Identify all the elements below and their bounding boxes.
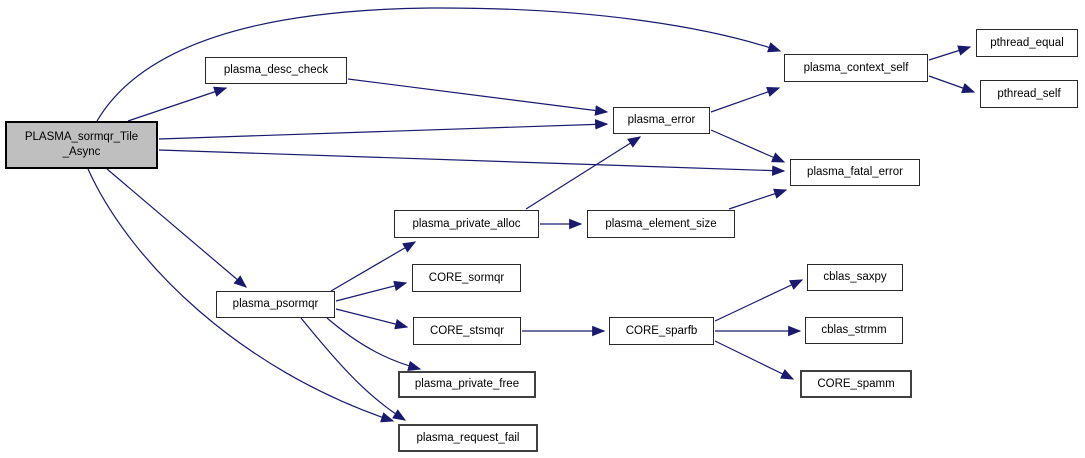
node-plasma_request_fail[interactable]: plasma_request_fail (398, 424, 538, 452)
node-cblas_strmm[interactable]: cblas_strmm (805, 317, 903, 344)
node-plasma_fatal_error[interactable]: plasma_fatal_error (790, 159, 920, 186)
node-label: plasma_psormqr (232, 298, 319, 311)
node-label: pthread_equal (990, 36, 1064, 49)
node-label: CORE_sparfb (625, 324, 698, 337)
node-label: cblas_strmm (821, 324, 887, 337)
edge-plasma_psormqr-CORE_sormqr (335, 280, 408, 302)
edge-plasma_desc_check-plasma_error (347, 78, 609, 116)
edge-main-plasma_desc_check (127, 86, 228, 122)
edge-plasma_private_alloc-plasma_error (525, 136, 642, 210)
node-CORE_stsmqr[interactable]: CORE_stsmqr (413, 317, 521, 345)
edge-CORE_sparfb-cblas_saxpy (714, 279, 804, 322)
node-label: CORE_sormqr (428, 271, 505, 284)
edge-main-plasma_context_self (96, 7, 782, 122)
edge-main-plasma_fatal_error (158, 149, 786, 176)
edge-plasma_psormqr-CORE_stsmqr (335, 308, 409, 330)
node-pthread_equal[interactable]: pthread_equal (976, 29, 1078, 57)
node-label: plasma_private_free (414, 378, 520, 391)
node-label: CORE_spamm (817, 377, 895, 390)
node-label: plasma_private_alloc (412, 217, 521, 230)
node-label: plasma_element_size (605, 217, 717, 230)
edge-main-plasma_request_fail (87, 168, 395, 423)
edge-plasma_context_self-pthread_self (928, 75, 976, 93)
node-label: cblas_saxpy (823, 271, 887, 284)
node-label: plasma_request_fail (416, 431, 520, 444)
edge-CORE_sparfb-CORE_spamm (714, 340, 795, 380)
node-label: CORE_stsmqr (429, 324, 505, 337)
edge-plasma_error-plasma_context_self (710, 86, 781, 113)
node-label: plasma_desc_check (223, 64, 329, 77)
node-plasma_desc_check[interactable]: plasma_desc_check (205, 57, 347, 84)
node-plasma_context_self[interactable]: plasma_context_self (784, 54, 928, 82)
node-plasma_psormqr[interactable]: plasma_psormqr (216, 291, 335, 318)
edge-plasma_element_size-plasma_fatal_error (728, 188, 788, 210)
node-pthread_self[interactable]: pthread_self (980, 80, 1078, 108)
edge-main-plasma_psormqr (106, 168, 248, 288)
edge-main-plasma_error (158, 119, 609, 140)
node-label: PLASMA_sormqr_Tile (24, 131, 139, 144)
edge-plasma_context_self-pthread_equal (928, 45, 972, 61)
node-label: plasma_context_self (803, 61, 909, 74)
node-CORE_sparfb[interactable]: CORE_sparfb (609, 317, 714, 345)
node-plasma_private_alloc[interactable]: plasma_private_alloc (394, 210, 539, 238)
node-main: PLASMA_sormqr_Tile _Async (5, 121, 158, 169)
edge-plasma_psormqr-plasma_request_fail (300, 317, 407, 421)
edge-plasma_psormqr-plasma_private_free (326, 317, 422, 372)
node-label: plasma_error (627, 114, 696, 127)
node-plasma_private_free[interactable]: plasma_private_free (398, 371, 536, 398)
node-label: plasma_fatal_error (807, 166, 903, 179)
node-plasma_element_size[interactable]: plasma_element_size (587, 210, 735, 238)
node-cblas_saxpy[interactable]: cblas_saxpy (807, 264, 903, 291)
node-label: pthread_self (997, 87, 1061, 100)
node-plasma_error[interactable]: plasma_error (613, 107, 710, 134)
node-CORE_spamm[interactable]: CORE_spamm (800, 370, 912, 398)
node-CORE_sormqr[interactable]: CORE_sormqr (412, 264, 521, 292)
edge-plasma_error-plasma_fatal_error (710, 129, 786, 163)
edge-plasma_psormqr-plasma_private_alloc (330, 241, 417, 292)
node-label: _Async (62, 146, 101, 158)
